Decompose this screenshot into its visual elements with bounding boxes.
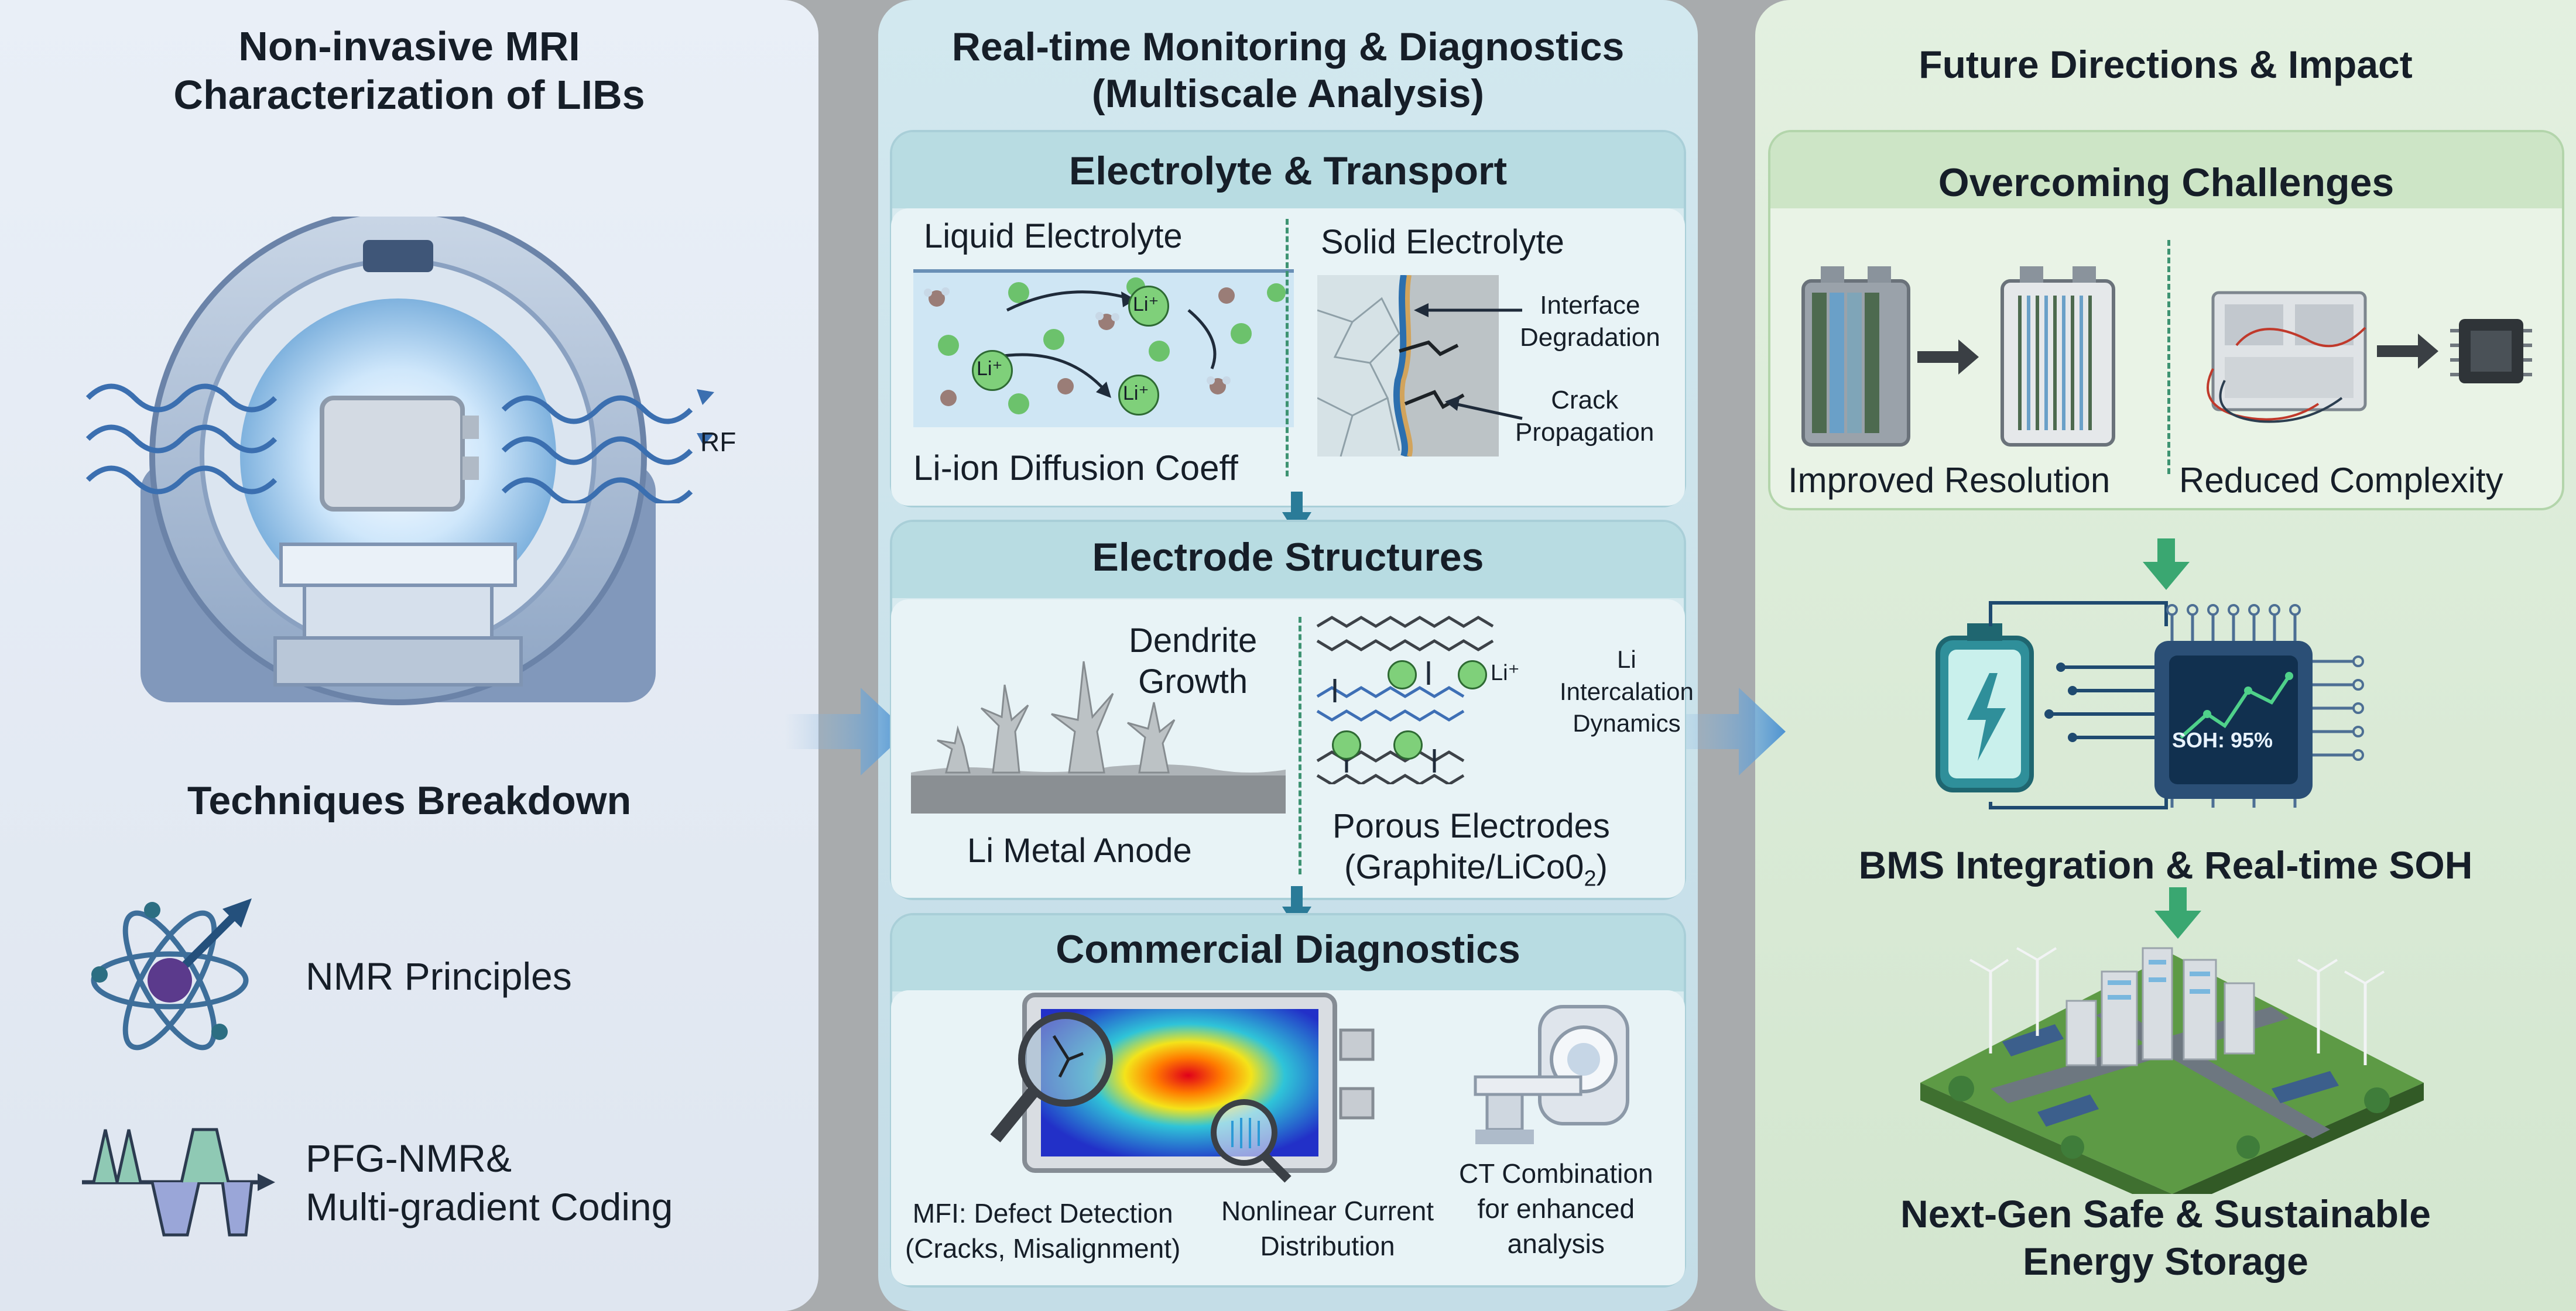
annotation-arrows <box>1414 303 1523 420</box>
interface-degradation-label: Interface Degradation <box>1520 291 1660 352</box>
right-panel-title: Future Directions & Impact <box>1919 43 2413 86</box>
next-gen-storage-label: Next-Gen Safe & Sustainable Energy Stora… <box>1900 1192 2431 1283</box>
dendrite-growth-label: Dendrite Growth <box>1129 622 1258 701</box>
li-ion-marker <box>1128 286 1169 327</box>
nonlinear-current-label: Nonlinear Current Distribution <box>1221 1196 1434 1261</box>
ct-combination-label: CT Combination for enhanced analysis <box>1459 1158 1653 1259</box>
porous-electrodes-label: Porous Electrodes <box>1332 807 1610 845</box>
middle-panel-title: Real-time Monitoring & Diagnostics (Mult… <box>951 25 1625 116</box>
challenges-divider <box>2167 240 2170 474</box>
li-ion-label: Li⁺ <box>1133 293 1159 315</box>
li-ion-marker <box>1118 375 1159 416</box>
techniques-breakdown-title: Techniques Breakdown <box>187 778 632 823</box>
electrolyte-header: Electrolyte & Transport <box>1068 149 1508 193</box>
li-ion-label: Li⁺ <box>1123 382 1149 404</box>
dendrite-illustration <box>911 661 1286 814</box>
electrode-divider <box>1299 617 1301 874</box>
flow-arrow-middle-to-right <box>1663 688 1786 775</box>
technique-pfg-label: PFG-NMR& Multi-gradient Coding <box>306 1137 673 1228</box>
electrolyte-divider <box>1286 219 1289 476</box>
electrode-content <box>891 599 1685 898</box>
soh-display: SOH: 95% <box>2172 728 2273 752</box>
li-metal-anode-label: Li Metal Anode <box>967 832 1192 870</box>
solid-electrolyte-title: Solid Electrolyte <box>1321 223 1564 261</box>
porous-electrodes-sublabel: (Graphite/LiCo02) <box>1344 848 1608 891</box>
bms-chip-illustration <box>1936 601 2364 809</box>
commercial-header: Commercial Diagnostics <box>1056 927 1520 972</box>
rf-wave-icon <box>85 383 714 503</box>
reduced-complexity-label: Reduced Complexity <box>2179 461 2503 500</box>
gradient-pulse-icon <box>82 1128 275 1237</box>
sustainable-city-illustration <box>1920 947 2424 1194</box>
li-ion-marker <box>1393 730 1423 760</box>
li-ion-marker <box>1458 660 1487 689</box>
li-ion-label: Li⁺ <box>1491 661 1520 685</box>
li-ion-marker <box>1388 660 1417 689</box>
technique-nmr-label: NMR Principles <box>306 955 572 998</box>
mri-scanner-illustration <box>141 217 656 705</box>
down-arrow-icon <box>2143 538 2190 590</box>
li-ion-marker <box>1332 730 1361 760</box>
complexity-illustration <box>2207 291 2532 423</box>
rf-label: RF <box>700 427 737 457</box>
liquid-electrolyte-title: Liquid Electrolyte <box>924 217 1183 255</box>
solid-electrolyte-illustration <box>1317 275 1499 457</box>
left-panel-title: Non-invasive MRI Characterization of LIB… <box>173 23 645 118</box>
ct-scanner-icon <box>1474 1005 1629 1144</box>
down-arrow-icon <box>2154 887 2201 939</box>
electrode-header: Electrode Structures <box>1092 535 1484 579</box>
diffusion-coeff-caption: Li-ion Diffusion Coeff <box>913 448 1238 488</box>
improved-resolution-label: Improved Resolution <box>1788 461 2111 500</box>
intercalation-dynamics-label: Li Intercalation Dynamics <box>1560 646 1694 737</box>
challenges-header: Overcoming Challenges <box>1938 160 2395 205</box>
atom-icon <box>91 898 252 1051</box>
liquid-electrolyte-illustration <box>913 269 1294 427</box>
mfi-defect-label: MFI: Defect Detection (Cracks, Misalignm… <box>905 1198 1181 1264</box>
crack-propagation-label: Crack Propagation <box>1515 386 1654 447</box>
resolution-illustration <box>1801 266 2115 447</box>
li-ion-marker <box>972 350 1013 391</box>
flow-arrow-left-to-middle <box>785 688 907 775</box>
bms-integration-label: BMS Integration & Real-time SOH <box>1858 843 2473 887</box>
mfi-heatmap-illustration <box>990 993 1375 1183</box>
li-ion-label: Li⁺ <box>977 358 1003 380</box>
